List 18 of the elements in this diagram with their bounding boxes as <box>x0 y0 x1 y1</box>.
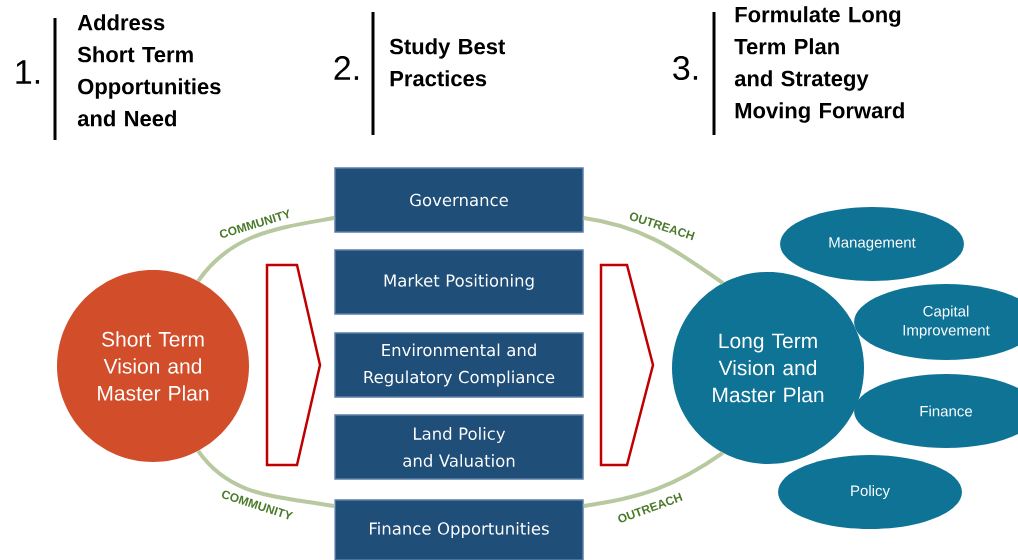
step-heading: Study Best Practices <box>389 38 506 87</box>
topic-box: Market Positioning <box>334 249 584 315</box>
connector-arc <box>583 216 724 285</box>
step-number: 3. <box>673 55 698 81</box>
step-number: 1. <box>16 60 40 84</box>
step-heading: Address Short Term Opportunities and Need <box>77 14 221 127</box>
topic-box: Land Policy and Valuation <box>334 414 584 480</box>
topic-box: Finance Opportunities <box>334 499 584 560</box>
chevron-arrow <box>599 263 655 467</box>
connector-arc <box>196 216 335 283</box>
chevron-arrow <box>265 263 322 467</box>
topic-box: Governance <box>334 167 584 233</box>
connector-arc <box>583 451 724 508</box>
step-number: 2. <box>334 56 359 80</box>
topic-box: Environmental and Regulatory Compliance <box>334 332 584 398</box>
node-label: Finance <box>920 405 973 417</box>
step-heading: Formulate Long Term Plan and Strategy Moving Forward <box>734 6 904 123</box>
connector-arc <box>196 449 335 508</box>
